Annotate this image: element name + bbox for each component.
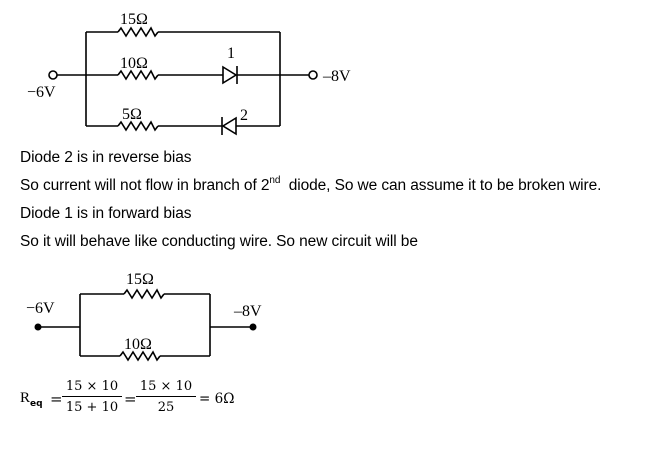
fraction-1-denominator: 15 + 10 [65,400,119,415]
resistor-label-5: 5Ω [122,106,142,123]
resistor-10-ohm-simplified [119,350,161,362]
fraction-2-denominator: 25 [157,400,175,415]
resistor-label-15: 15Ω [120,11,148,28]
fraction-2-numerator: 15 × 10 [139,379,193,394]
left-voltage-label-simplified: −6V [26,300,55,317]
text-line-2-pre: So current will not flow in branch of 2 [20,177,270,194]
text-line-2-post: diode, So we can assume it to be broken … [280,177,602,194]
diode-2-label: 2 [240,107,248,124]
left-terminal-icon [48,70,58,80]
left-node-icon [34,323,42,331]
resistor-15-ohm [117,26,159,38]
text-line-forward-bias: Diode 1 is in forward bias [20,205,192,222]
circuit-diagram-original: 15Ω 10Ω 5Ω 1 2 −6V –8V [27,11,351,136]
resistor-15-ohm-simplified [123,288,165,300]
fraction-1: 15 × 10 15 + 10 [62,379,122,415]
equals-result: = 6Ω [199,391,235,407]
fraction-2: 15 × 10 25 [136,379,196,415]
resistor-5-ohm [117,120,159,132]
diode-2-icon [221,116,237,136]
diode-1-label: 1 [227,45,235,62]
text-line-new-circuit: So it will behave like conducting wire. … [20,233,418,250]
text-line-2-sup: nd [269,175,281,186]
right-voltage-label-simplified: –8V [233,303,262,320]
resistor-label-15-simplified: 15Ω [126,271,154,288]
text-line-reverse-bias: Diode 2 is in reverse bias [20,149,192,166]
fraction-1-numerator: 15 × 10 [65,379,119,394]
equals-sign-2: = [124,390,137,408]
right-voltage-label: –8V [322,68,351,85]
resistor-label-10: 10Ω [120,55,148,72]
text-line-broken-wire: So current will not flow in branch of 2n… [20,175,602,195]
left-voltage-label: −6V [27,84,56,101]
req-symbol: Req [20,390,43,409]
right-terminal-icon [308,70,318,80]
resistor-10-ohm [117,69,159,81]
right-node-icon [249,323,257,331]
equals-sign-1: = [50,390,63,408]
resistor-label-10-simplified: 10Ω [124,336,152,353]
diode-1-icon [222,65,238,85]
